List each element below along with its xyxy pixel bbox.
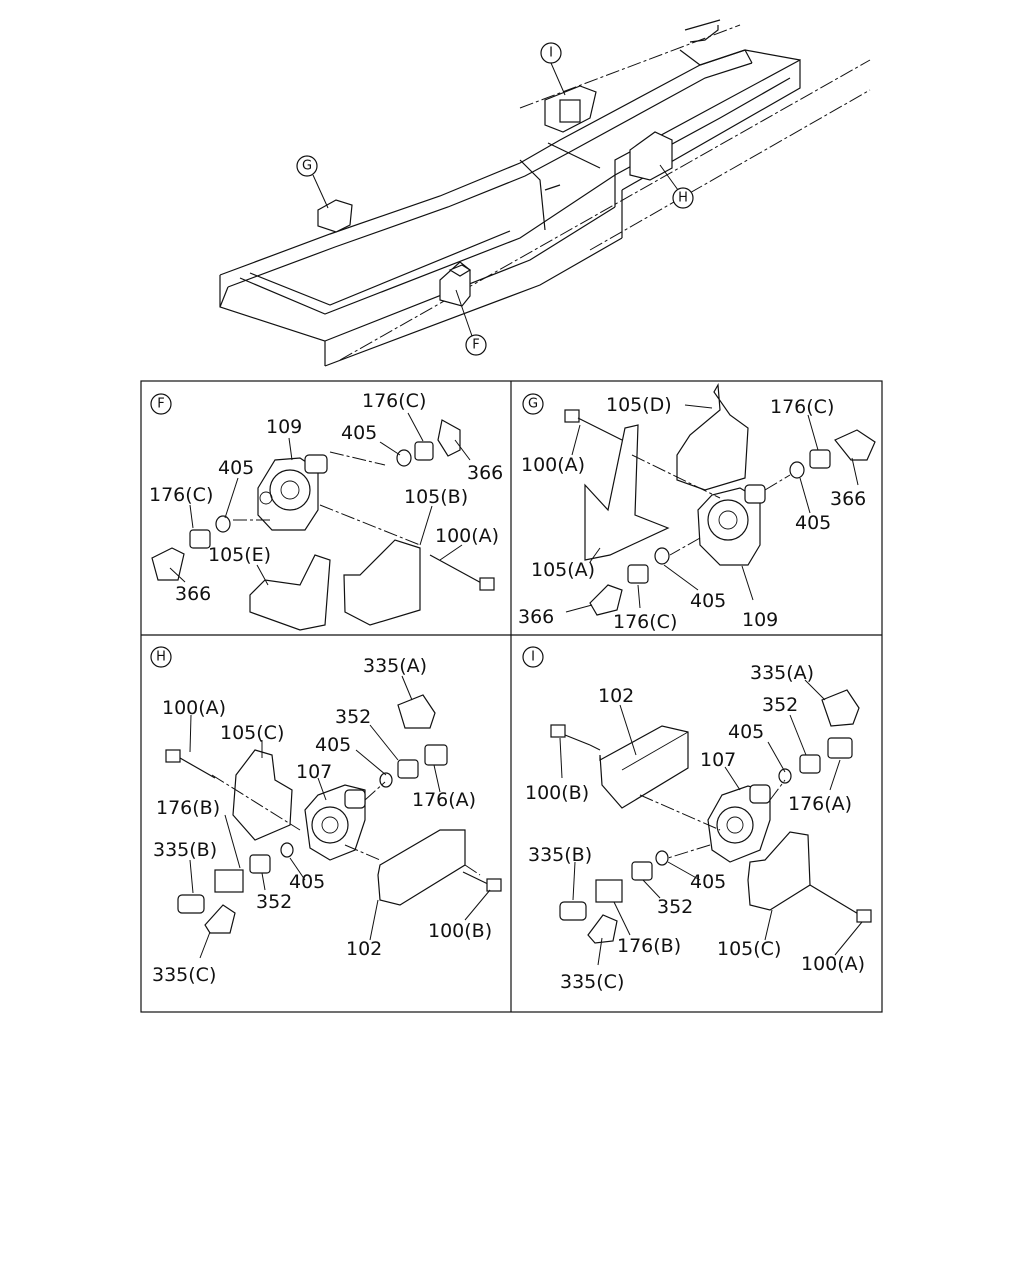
label-109: 109 [742, 609, 778, 631]
overview-callout-f: F [465, 334, 487, 356]
label-100b: 100(B) [428, 920, 492, 942]
label-405: 405 [795, 512, 831, 534]
label-366: 366 [518, 606, 554, 628]
label-366: 366 [467, 462, 503, 484]
panel-h-id: H [156, 650, 166, 665]
label-405: 405 [315, 734, 351, 756]
label-109: 109 [266, 416, 302, 438]
label-176c: 176(C) [613, 611, 677, 633]
label-335c: 335(C) [152, 964, 216, 986]
panel-g: G 105(D) 176 [518, 383, 876, 633]
overview-callout-g: G [296, 155, 318, 177]
label-100a: 100(A) [801, 953, 865, 975]
chassis-frame [219, 19, 871, 367]
label-405: 405 [690, 871, 726, 893]
label-405: 405 [728, 721, 764, 743]
label-176c: 176(C) [770, 396, 834, 418]
overview-callout-h: H [672, 187, 694, 209]
label-176c: 176(C) [362, 390, 426, 412]
label-105c: 105(C) [717, 938, 781, 960]
label-335c: 335(C) [560, 971, 624, 993]
label-105b: 105(B) [404, 486, 468, 508]
label-335a: 335(A) [363, 655, 427, 677]
callout-label: G [302, 159, 312, 174]
label-107: 107 [296, 761, 332, 783]
label-100a: 100(A) [162, 697, 226, 719]
label-352: 352 [256, 891, 292, 913]
callout-label: H [678, 191, 688, 206]
label-405: 405 [218, 457, 254, 479]
label-102: 102 [598, 685, 634, 707]
label-102: 102 [346, 938, 382, 960]
label-352: 352 [657, 896, 693, 918]
label-366: 366 [830, 488, 866, 510]
panel-f: F [149, 390, 503, 631]
label-405: 405 [289, 871, 325, 893]
panel-f-id: F [157, 397, 164, 412]
valve-109 [257, 454, 328, 531]
label-335b: 335(B) [528, 844, 592, 866]
label-107: 107 [700, 749, 736, 771]
label-176b: 176(B) [156, 797, 220, 819]
label-405: 405 [690, 590, 726, 612]
label-405: 405 [341, 422, 377, 444]
label-366: 366 [175, 583, 211, 605]
label-176b: 176(B) [617, 935, 681, 957]
callout-label: F [472, 338, 479, 353]
label-100a: 100(A) [521, 454, 585, 476]
overview-callout-i: I [540, 42, 562, 64]
label-176c: 176(C) [149, 484, 213, 506]
panel-grid [140, 380, 883, 1013]
label-100a: 100(A) [435, 525, 499, 547]
label-105c: 105(C) [220, 722, 284, 744]
label-352: 352 [335, 706, 371, 728]
label-352: 352 [762, 694, 798, 716]
label-176a: 176(A) [412, 789, 476, 811]
label-100b: 100(B) [525, 782, 589, 804]
callout-label: I [549, 46, 553, 61]
panel-h: H [150, 646, 502, 986]
panel-g-id: G [528, 397, 538, 412]
panel-i-id: I [531, 650, 535, 665]
label-105a: 105(A) [531, 559, 595, 581]
label-105d: 105(D) [606, 394, 672, 416]
label-105e: 105(E) [208, 544, 271, 566]
label-335a: 335(A) [750, 662, 814, 684]
panel-i: I [522, 646, 872, 993]
label-335b: 335(B) [153, 839, 217, 861]
label-176a: 176(A) [788, 793, 852, 815]
